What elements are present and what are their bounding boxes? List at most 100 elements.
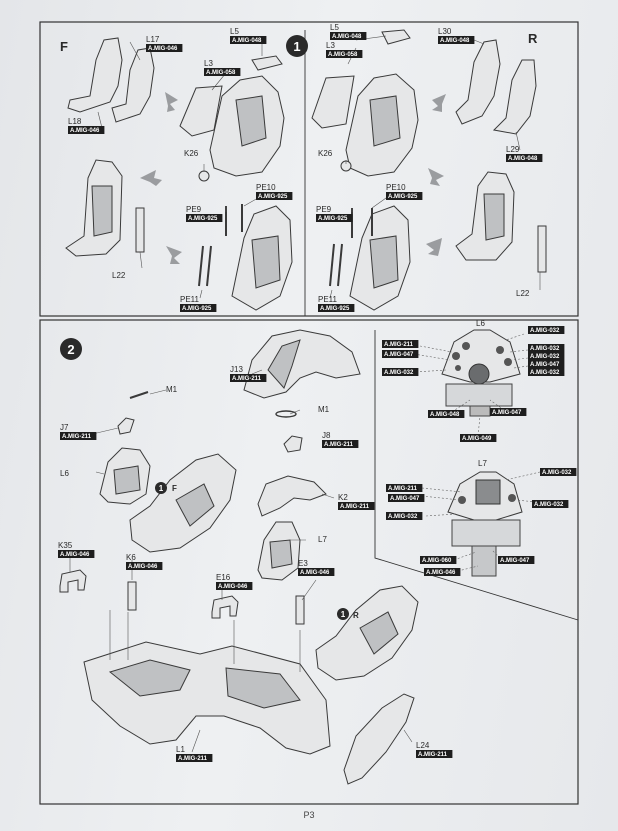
part-label-l3_left: L3 [204, 59, 213, 68]
canopy-part [243, 329, 361, 399]
svg-text:A.MIG-032: A.MIG-032 [530, 370, 560, 376]
seat-assembly-left-top [179, 55, 285, 182]
part-label-l22_right: L22 [516, 289, 530, 298]
part-tag-l24: A.MIG-211 [416, 750, 453, 758]
seat-sides-right [455, 39, 537, 135]
seat-assembly-right-bottom [329, 205, 411, 311]
instrument-panel-rear [257, 521, 301, 581]
svg-text:A.MIG-032: A.MIG-032 [534, 502, 564, 508]
rear-seat-marker: R [528, 31, 538, 46]
part-label-k2: K2 [338, 493, 348, 502]
step2-badge: 2 [60, 338, 82, 360]
panel-l6-callout-6: A.MIG-032 [382, 368, 419, 376]
svg-text:A.MIG-925: A.MIG-925 [388, 194, 418, 200]
svg-text:A.MIG-032: A.MIG-032 [530, 346, 560, 352]
part-label-pe10_right: PE10 [386, 183, 406, 192]
panel-l6-title: L6 [476, 319, 485, 328]
svg-text:A.MIG-925: A.MIG-925 [320, 306, 350, 312]
seat-harness-right [455, 171, 547, 273]
part-tag-pe9_right: A.MIG-925 [316, 214, 353, 222]
part-label-l24: L24 [416, 741, 430, 750]
part-label-l17: L17 [146, 35, 160, 44]
part-tag-k6: A.MIG-046 [126, 562, 163, 570]
part-label-k6: K6 [126, 553, 136, 562]
svg-text:A.MIG-048: A.MIG-048 [332, 34, 362, 40]
panel-l7-callout-3: A.MIG-032 [532, 500, 569, 508]
instrument-panel-front [99, 447, 151, 505]
arrow-6 [426, 238, 442, 256]
part-label-l18: L18 [68, 117, 82, 126]
svg-text:A.MIG-032: A.MIG-032 [542, 470, 572, 476]
panel-l7-callout-2: A.MIG-047 [388, 494, 425, 502]
part-label-l7: L7 [318, 535, 327, 544]
panel-l7-detail [421, 471, 541, 577]
svg-text:A.MIG-925: A.MIG-925 [188, 216, 218, 222]
panel-l7-title: L7 [478, 459, 487, 468]
part-label-l29: L29 [506, 145, 520, 154]
part-label-pe10_left: PE10 [256, 183, 276, 192]
coaming-part [257, 475, 327, 517]
part-label-pe11_right: PE11 [318, 295, 338, 304]
panel-l6-callout-3: A.MIG-047 [382, 350, 419, 358]
rear-seat-step2 [315, 585, 419, 681]
panel-l6-callout-2: A.MIG-032 [528, 344, 565, 352]
part-callouts: L17A.MIG-046L18A.MIG-046L3A.MIG-058L5A.M… [58, 23, 577, 762]
svg-text:A.MIG-032: A.MIG-032 [530, 354, 560, 360]
part-label-pe9_left: PE9 [186, 205, 202, 214]
svg-text:A.MIG-047: A.MIG-047 [390, 496, 420, 502]
panel-l6-callout-8: A.MIG-048 [428, 410, 465, 418]
part-label-l5_right: L5 [330, 23, 339, 32]
part-label-l3_right: L3 [326, 41, 335, 50]
part-label-l5_left: L5 [230, 27, 239, 36]
part-label-l6: L6 [60, 469, 69, 478]
seat-sides-left [67, 37, 155, 123]
part-tag-e16: A.MIG-046 [216, 582, 253, 590]
arrow-1 [165, 92, 178, 112]
panel-l7-callout-7: A.MIG-047 [498, 556, 535, 564]
ref-badge-front: 1 F [155, 482, 177, 494]
part-label-pe11_left: PE11 [180, 295, 200, 304]
svg-text:A.MIG-049: A.MIG-049 [462, 436, 492, 442]
svg-text:A.MIG-211: A.MIG-211 [340, 504, 370, 510]
part-label-k26_left: K26 [184, 149, 199, 158]
part-label-j13: J13 [230, 365, 243, 374]
part-label-l22_left: L22 [112, 271, 126, 280]
svg-text:A.MIG-925: A.MIG-925 [318, 216, 348, 222]
step1-badge: 1 [286, 35, 308, 57]
svg-text:A.MIG-058: A.MIG-058 [206, 70, 236, 76]
panel-l7-callout-1: A.MIG-211 [386, 484, 423, 492]
panel-l6-callout-0: A.MIG-032 [528, 326, 565, 334]
panel-l6-callout-9: A.MIG-047 [490, 408, 527, 416]
part-tag-j8: A.MIG-211 [322, 440, 359, 448]
page-number: P3 [303, 810, 314, 820]
svg-text:A.MIG-060: A.MIG-060 [422, 558, 452, 564]
part-label-l30: L30 [438, 27, 452, 36]
svg-text:A.MIG-048: A.MIG-048 [440, 38, 470, 44]
panel-l7-callout-4: A.MIG-032 [386, 512, 423, 520]
svg-text:A.MIG-211: A.MIG-211 [232, 376, 262, 382]
part-tag-l5_right: A.MIG-048 [330, 32, 367, 40]
part-tag-j7: A.MIG-211 [60, 432, 97, 440]
part-tag-pe9_left: A.MIG-925 [186, 214, 223, 222]
part-label-l1: L1 [176, 745, 185, 754]
part-tag-l29: A.MIG-048 [506, 154, 543, 162]
svg-text:A.MIG-211: A.MIG-211 [324, 442, 354, 448]
arrow-3 [166, 246, 182, 264]
seat-assembly-left-bottom [198, 204, 293, 311]
svg-text:A.MIG-211: A.MIG-211 [388, 486, 418, 492]
panel-l6-callout-7: A.MIG-032 [528, 368, 565, 376]
arrow-5 [428, 168, 444, 186]
panel-l6-detail [413, 329, 529, 437]
part-tag-l5_left: A.MIG-048 [230, 36, 267, 44]
svg-text:A.MIG-211: A.MIG-211 [418, 752, 448, 758]
panel-l7-callout-0: A.MIG-032 [540, 468, 577, 476]
part-tag-l3_right: A.MIG-058 [326, 50, 363, 58]
svg-text:A.MIG-046: A.MIG-046 [148, 46, 178, 52]
svg-text:A.MIG-925: A.MIG-925 [182, 306, 212, 312]
part-tag-e3: A.MIG-046 [298, 568, 335, 576]
part-tag-k35: A.MIG-046 [58, 550, 95, 558]
cockpit-tub [83, 610, 331, 755]
part-tag-pe11_left: A.MIG-925 [180, 304, 217, 312]
